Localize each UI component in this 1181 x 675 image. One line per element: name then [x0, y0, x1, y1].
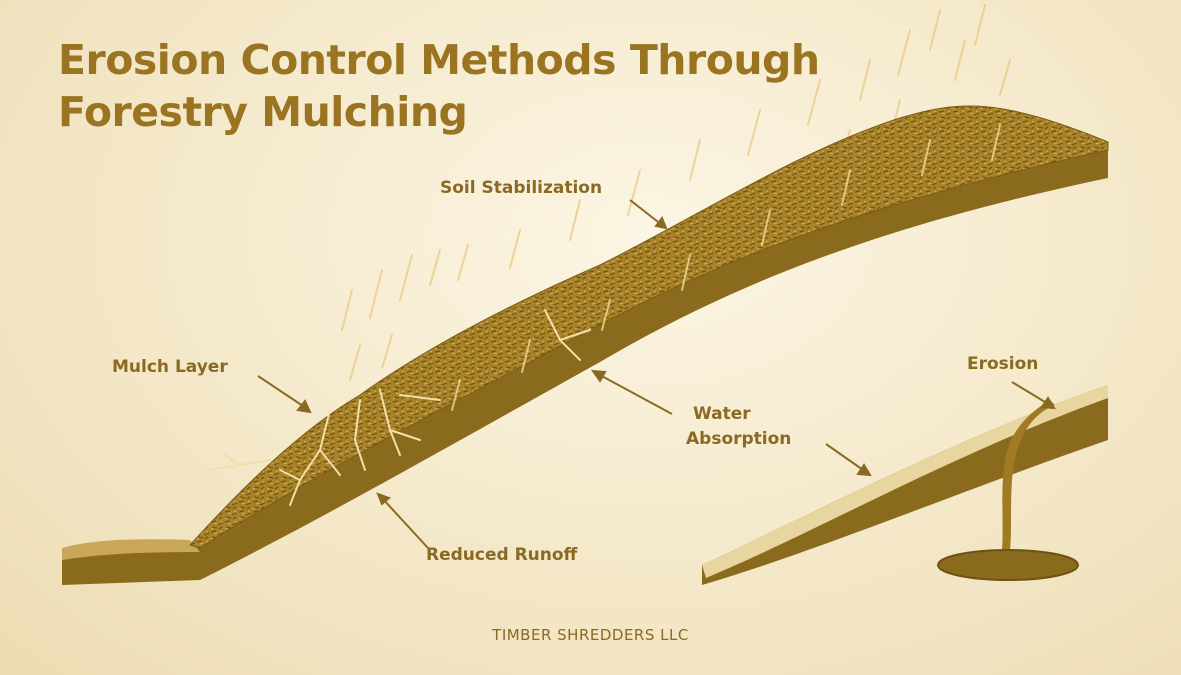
mulch-layer-top	[189, 105, 1109, 549]
flat-soil-left	[62, 539, 200, 560]
eroding-slope	[702, 385, 1108, 585]
bare-slope-top	[702, 385, 1108, 578]
rain-streaks	[341, 4, 1011, 381]
erosion-puddle	[937, 549, 1079, 581]
label-arrows	[257, 199, 1056, 549]
page-title-line1: Erosion Control Methods Through	[58, 36, 820, 84]
erosion-stream	[1002, 400, 1055, 550]
footer-company-name: TIMBER SHREDDERS LLC	[492, 626, 689, 644]
slope-soil-base	[62, 150, 1108, 585]
label-reduced-runoff: Reduced Runoff	[426, 545, 578, 565]
root-network	[209, 309, 591, 506]
mulched-slope	[62, 105, 1109, 585]
label-erosion: Erosion	[967, 354, 1039, 374]
label-water-absorption-line2: Absorption	[686, 429, 792, 449]
label-water-absorption-line1: Water	[693, 404, 751, 424]
page-title-line2: Forestry Mulching	[58, 88, 468, 136]
label-soil-stabilization: Soil Stabilization	[440, 178, 603, 198]
page-title: Erosion Control Methods Through Forestry…	[58, 34, 820, 138]
label-mulch-layer: Mulch Layer	[112, 357, 228, 377]
